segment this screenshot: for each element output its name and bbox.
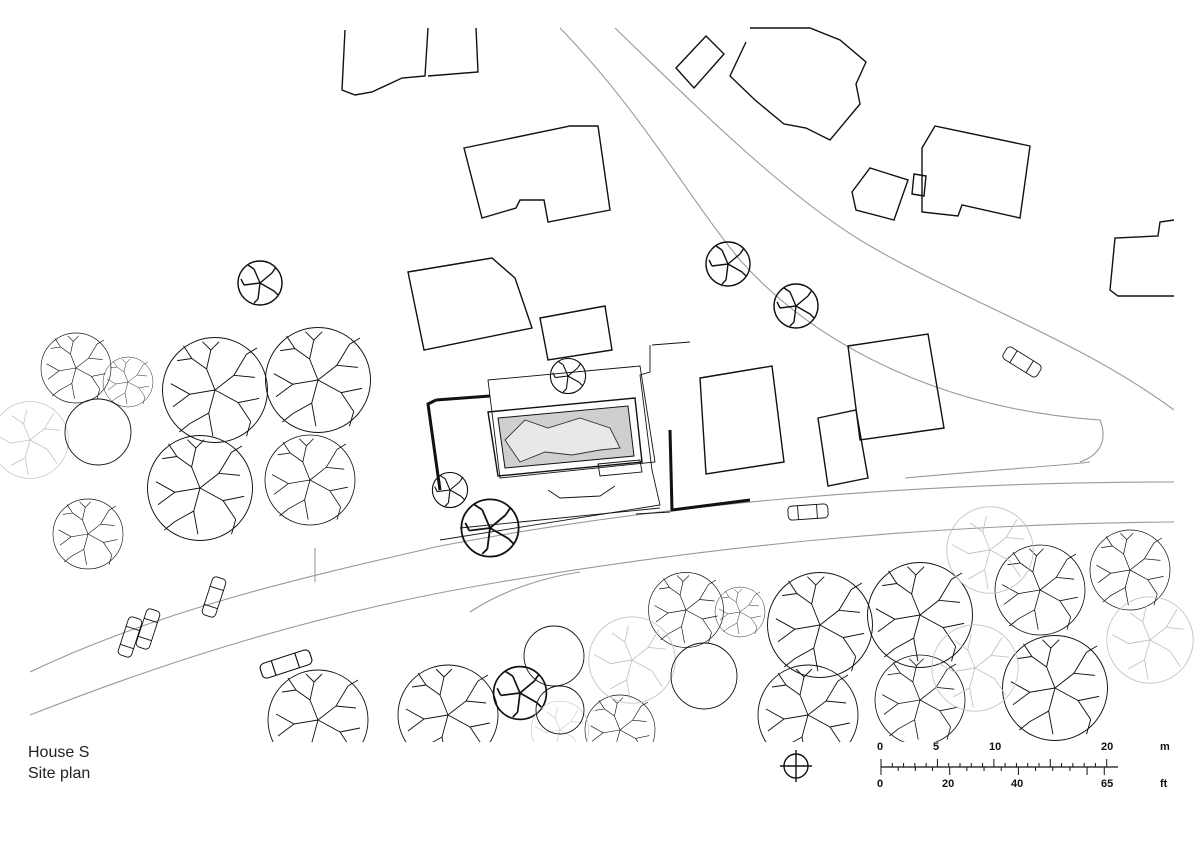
scale-imperial-unit: ft: [1160, 778, 1168, 790]
crosshair-circle-icon: [780, 750, 812, 782]
small-trees: [237, 241, 819, 721]
scale-metric-tick-5: 5: [933, 741, 940, 753]
neighbour-buildings: [341, 27, 1175, 487]
canopy-circles: [64, 398, 738, 735]
scale-metric-tick-20: 20: [1101, 741, 1114, 753]
scale-metric-tick-0: 0: [877, 741, 884, 753]
scale-metric-unit: m: [1160, 741, 1170, 753]
house-s-footprint: [426, 341, 751, 541]
scale-imperial-tick-40: 40: [1011, 778, 1024, 790]
caption-project-name: House S: [28, 744, 90, 761]
caption-drawing-title: Site plan: [28, 765, 91, 782]
scale-imperial-tick-65: 65: [1101, 778, 1114, 790]
scale-imperial-tick-0: 0: [877, 778, 884, 790]
main-road: [29, 481, 1175, 716]
trees: [40, 327, 1171, 771]
scale-imperial-tick-20: 20: [942, 778, 955, 790]
scale-metric-tick-10: 10: [989, 741, 1002, 753]
curved-side-road: [559, 27, 1175, 479]
parked-cars: [116, 345, 1044, 680]
drawing-caption: House S Site plan: [28, 742, 90, 784]
scale-bar: [880, 759, 1118, 775]
